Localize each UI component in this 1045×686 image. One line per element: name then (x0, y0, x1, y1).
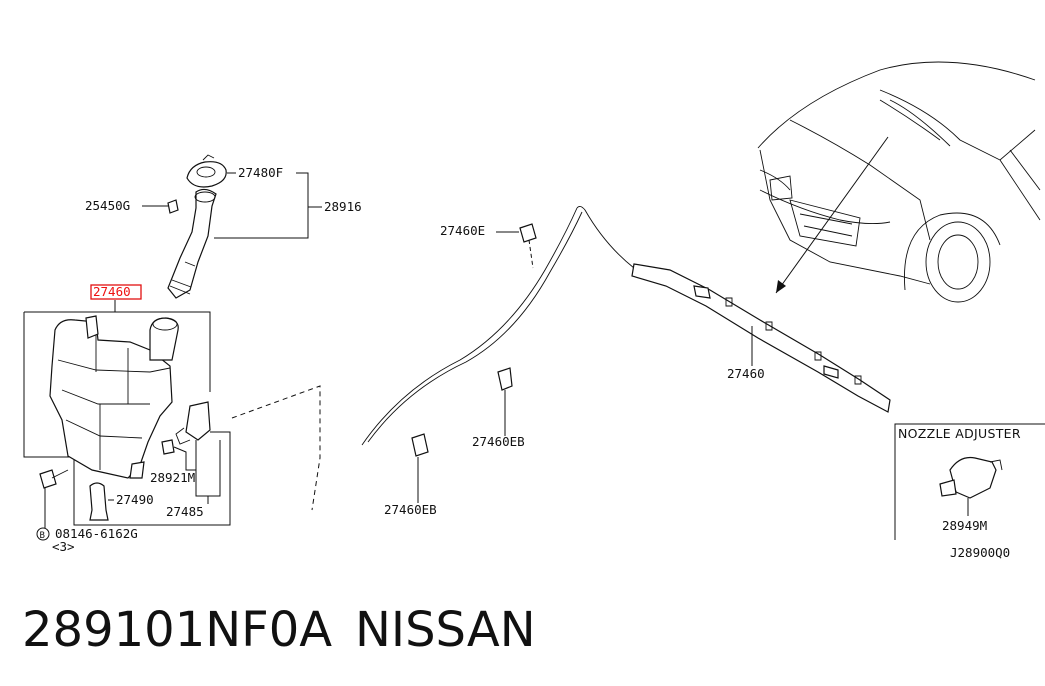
nozzle-adjuster-box (894, 423, 1045, 540)
diagram-code: J28900Q0 (950, 545, 1010, 560)
direction-arrow (775, 136, 889, 294)
nozzle-adjuster-28949M (939, 456, 1003, 499)
label-27460-hose: 27460 (727, 366, 765, 381)
clip-27460EB-lower (411, 433, 429, 457)
label-27460E: 27460E (440, 223, 485, 238)
caption-part-number: 289101NF0A (22, 602, 332, 658)
label-27460-tank: 27460 (93, 284, 131, 299)
bolt-08146 (39, 469, 69, 489)
label-28916: 28916 (324, 199, 362, 214)
washer-hose (361, 205, 891, 446)
clip-27460EB-upper (497, 367, 513, 391)
label-27480F: 27480F (238, 165, 283, 180)
pump-27485 (175, 401, 211, 445)
clip-25450G (167, 199, 179, 214)
nozzle-adjuster-title: NOZZLE ADJUSTER (898, 426, 1021, 441)
label-28921M: 28921M (150, 470, 195, 485)
bolt-prefix-circle (36, 527, 50, 541)
label-27460EB-upper: 27460EB (472, 434, 525, 449)
car-front-illustration (757, 61, 1041, 303)
label-27485: 27485 (166, 504, 204, 519)
label-28949M: 28949M (942, 518, 987, 533)
filler-neck-28916 (167, 188, 217, 299)
filler-cap-27480F (186, 154, 227, 188)
grommet-28921M (161, 439, 175, 455)
bolt-prefix: B (40, 531, 45, 541)
arrow-head (776, 280, 786, 293)
label-27490: 27490 (116, 492, 154, 507)
highlight-box (90, 284, 142, 300)
label-bolt-code: 08146-6162G (55, 526, 138, 541)
label-bolt-qty: <3> (52, 539, 75, 554)
tank-group-bracket (23, 311, 231, 526)
clip-27460E (519, 223, 537, 243)
level-sensor-27490 (89, 482, 109, 521)
tank-filler-inlet (149, 317, 179, 361)
washer-tank (49, 315, 173, 479)
label-27460EB-lower: 27460EB (384, 502, 437, 517)
caption-brand: NISSAN (355, 602, 536, 658)
dashed-connector (231, 385, 321, 511)
dashed-hose-lead (528, 239, 534, 269)
label-25450G: 25450G (85, 198, 130, 213)
